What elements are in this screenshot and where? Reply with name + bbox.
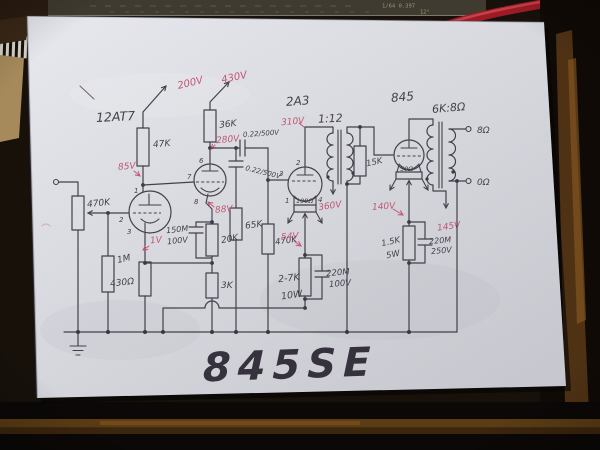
photo-of-schematic: 1/64 0.397 12° <box>0 0 600 450</box>
photo-vignette <box>0 0 600 450</box>
